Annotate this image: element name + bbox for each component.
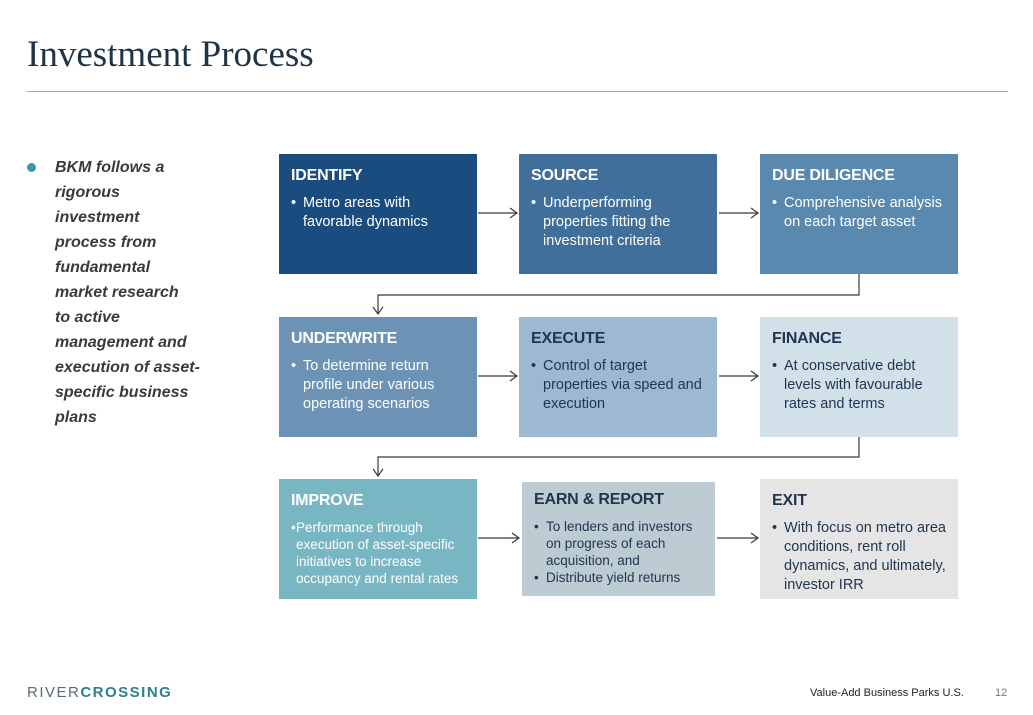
step-title: FINANCE — [772, 330, 842, 347]
arrowhead-icon — [372, 306, 384, 316]
bullet-icon — [27, 163, 36, 172]
summary-text: BKM follows a rigorous investment proces… — [55, 159, 200, 426]
step-source: SOURCE Underperforming properties fittin… — [519, 154, 717, 274]
step-item: Performance through execution of asset-s… — [291, 519, 467, 587]
logo-text-crossing: CROSSING — [80, 684, 173, 701]
arrowhead-icon — [750, 532, 760, 544]
step-title: EARN & REPORT — [534, 491, 664, 508]
step-title: DUE DILIGENCE — [772, 167, 895, 184]
step-item: Metro areas with favorable dynamics — [291, 194, 467, 232]
logo-text-river: RIVER — [27, 684, 81, 701]
step-item: Comprehensive analysis on each target as… — [772, 194, 948, 232]
arrowhead-icon — [750, 370, 760, 382]
step-exit: EXIT With focus on metro area conditions… — [760, 479, 958, 599]
step-earn-report: EARN & REPORT To lenders and investors o… — [522, 482, 715, 596]
step-item: With focus on metro area conditions, ren… — [772, 519, 948, 595]
step-improve: IMPROVE Performance through execution of… — [279, 479, 477, 599]
page-number: 12 — [995, 687, 1008, 699]
page-title: Investment Process — [27, 34, 314, 75]
step-item: Control of target properties via speed a… — [531, 357, 707, 414]
company-logo: RIVERCROSSING — [27, 684, 172, 701]
step-finance: FINANCE At conservative debt levels with… — [760, 317, 958, 437]
arrow-elbow-icon — [377, 274, 860, 314]
title-divider — [27, 91, 1008, 92]
step-due-diligence: DUE DILIGENCE Comprehensive analysis on … — [760, 154, 958, 274]
arrowhead-icon — [372, 468, 384, 478]
step-item: Underperforming properties fitting the i… — [531, 194, 707, 251]
arrowhead-icon — [509, 370, 519, 382]
step-title: EXIT — [772, 492, 807, 509]
step-title: IDENTIFY — [291, 167, 363, 184]
step-title: EXECUTE — [531, 330, 606, 347]
step-item: To determine return profile under variou… — [291, 357, 467, 414]
arrowhead-icon — [750, 207, 760, 219]
step-item: Distribute yield returns — [534, 569, 705, 586]
footer-label: Value-Add Business Parks U.S. — [810, 687, 964, 699]
step-execute: EXECUTE Control of target properties via… — [519, 317, 717, 437]
step-underwrite: UNDERWRITE To determine return profile u… — [279, 317, 477, 437]
step-title: UNDERWRITE — [291, 330, 398, 347]
step-title: IMPROVE — [291, 492, 364, 509]
step-title: SOURCE — [531, 167, 599, 184]
step-item: At conservative debt levels with favoura… — [772, 357, 948, 414]
arrow-elbow-icon — [377, 437, 860, 476]
step-identify: IDENTIFY Metro areas with favorable dyna… — [279, 154, 477, 274]
arrowhead-icon — [511, 532, 521, 544]
arrowhead-icon — [509, 207, 519, 219]
step-item: To lenders and investors on progress of … — [534, 518, 705, 569]
